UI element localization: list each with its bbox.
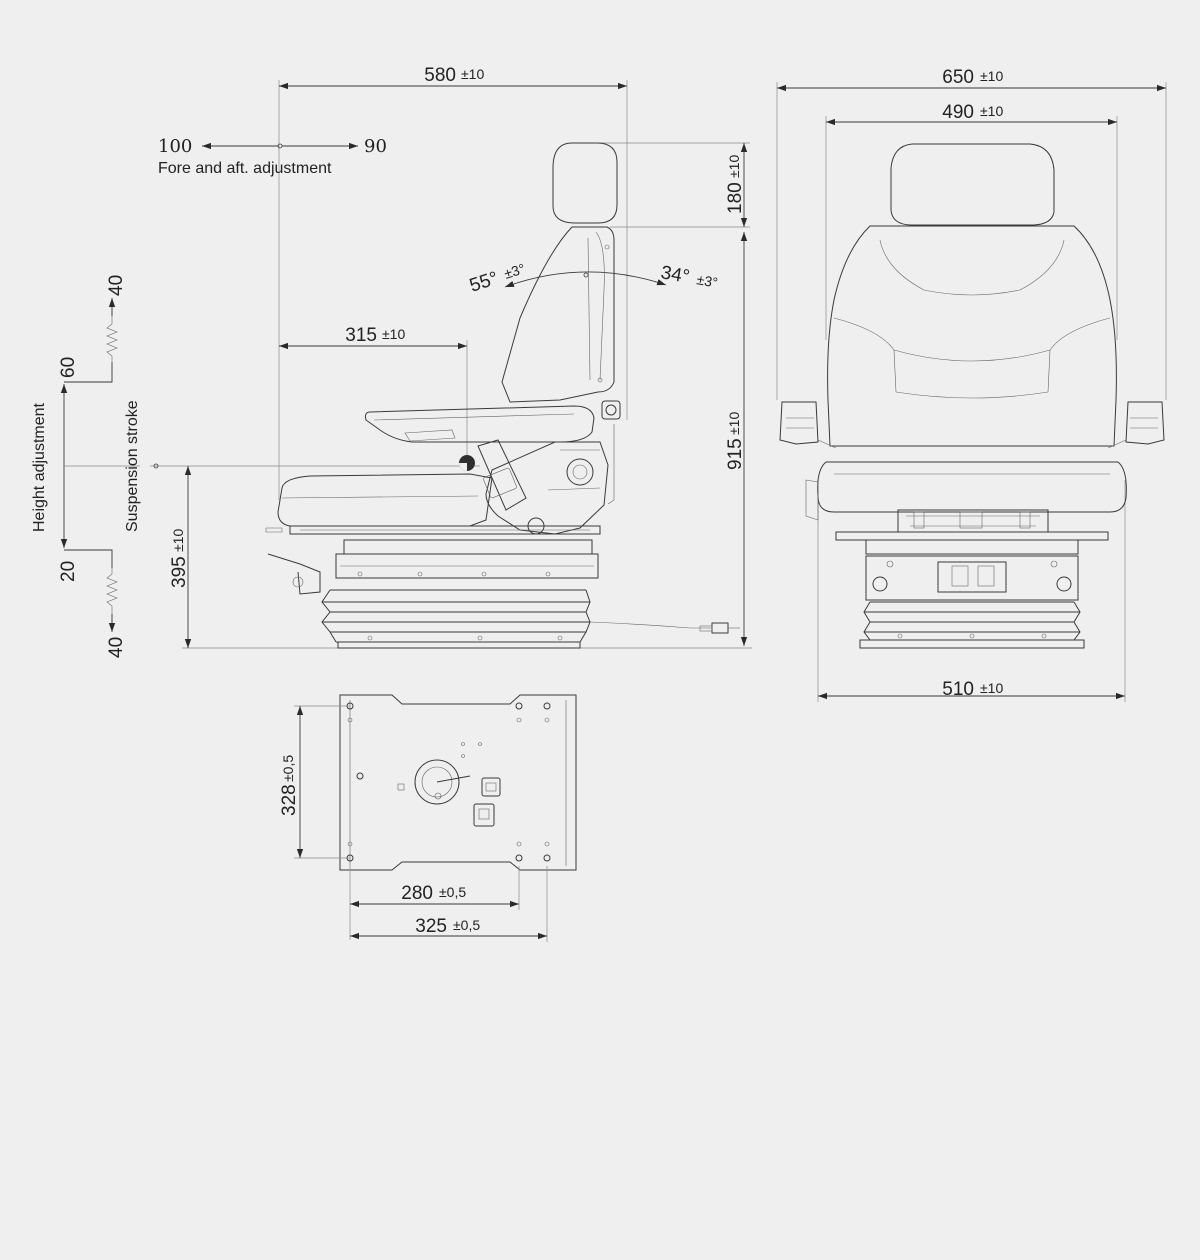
angle-55-tol: ±3° xyxy=(502,260,527,282)
dim-580-tol: ±10 xyxy=(461,66,484,82)
dim-580-value: 580 xyxy=(424,65,456,86)
dim-328-value: 328 xyxy=(279,784,300,816)
suspension-stroke-label: Suspension stroke xyxy=(124,400,141,532)
dim-328-tol: ±0,5 xyxy=(280,755,296,782)
dim-490-value: 490 xyxy=(942,102,974,123)
dim-915-value: 915 xyxy=(725,438,746,470)
dim-325-value: 325 xyxy=(415,916,447,937)
height-adj-top: 40 xyxy=(106,275,127,296)
fore-aft-right-value: 90 xyxy=(364,136,387,157)
dim-315-tol: ±10 xyxy=(382,326,405,342)
dim-510-tol: ±10 xyxy=(980,680,1003,696)
base-plate-view: 328 ±0,5 280 ±0,5 325 ±0,5 xyxy=(279,694,577,942)
fore-aft-left-value: 100 xyxy=(158,136,192,157)
dim-650-tol: ±10 xyxy=(980,68,1003,84)
dim-395-value: 395 xyxy=(169,556,190,588)
dim-180-value: 180 xyxy=(725,182,746,214)
height-adjustment-label: Height adjustment xyxy=(31,402,48,532)
angle-55-value: 55° xyxy=(467,268,501,297)
angle-34-tol: ±3° xyxy=(695,271,719,290)
fore-aft-label: Fore and aft. adjustment xyxy=(158,160,332,177)
front-view-dimensions: 650 ±10 490 ±10 510 ±10 xyxy=(776,67,1167,702)
dim-180-tol: ±10 xyxy=(726,155,742,178)
height-adj-mid-top: 60 xyxy=(58,357,79,378)
front-view-seat-outline xyxy=(779,143,1165,649)
side-view-dimensions: 580 ±10 100 90 Fore and aft. adjustment … xyxy=(31,65,752,658)
height-adj-mid-bottom: 20 xyxy=(58,561,79,582)
dim-280-value: 280 xyxy=(401,883,433,904)
dim-650-value: 650 xyxy=(942,67,974,88)
dim-395-tol: ±10 xyxy=(170,529,186,552)
dim-315-value: 315 xyxy=(345,325,377,346)
height-adj-bottom: 40 xyxy=(106,637,127,658)
dim-915-tol: ±10 xyxy=(726,412,742,435)
angle-34-value: 34° xyxy=(659,262,691,288)
dim-490-tol: ±10 xyxy=(980,103,1003,119)
dim-280-tol: ±0,5 xyxy=(439,884,466,900)
side-view-seat-outline xyxy=(265,142,740,649)
dim-325-tol: ±0,5 xyxy=(453,917,480,933)
dim-510-value: 510 xyxy=(942,679,974,700)
